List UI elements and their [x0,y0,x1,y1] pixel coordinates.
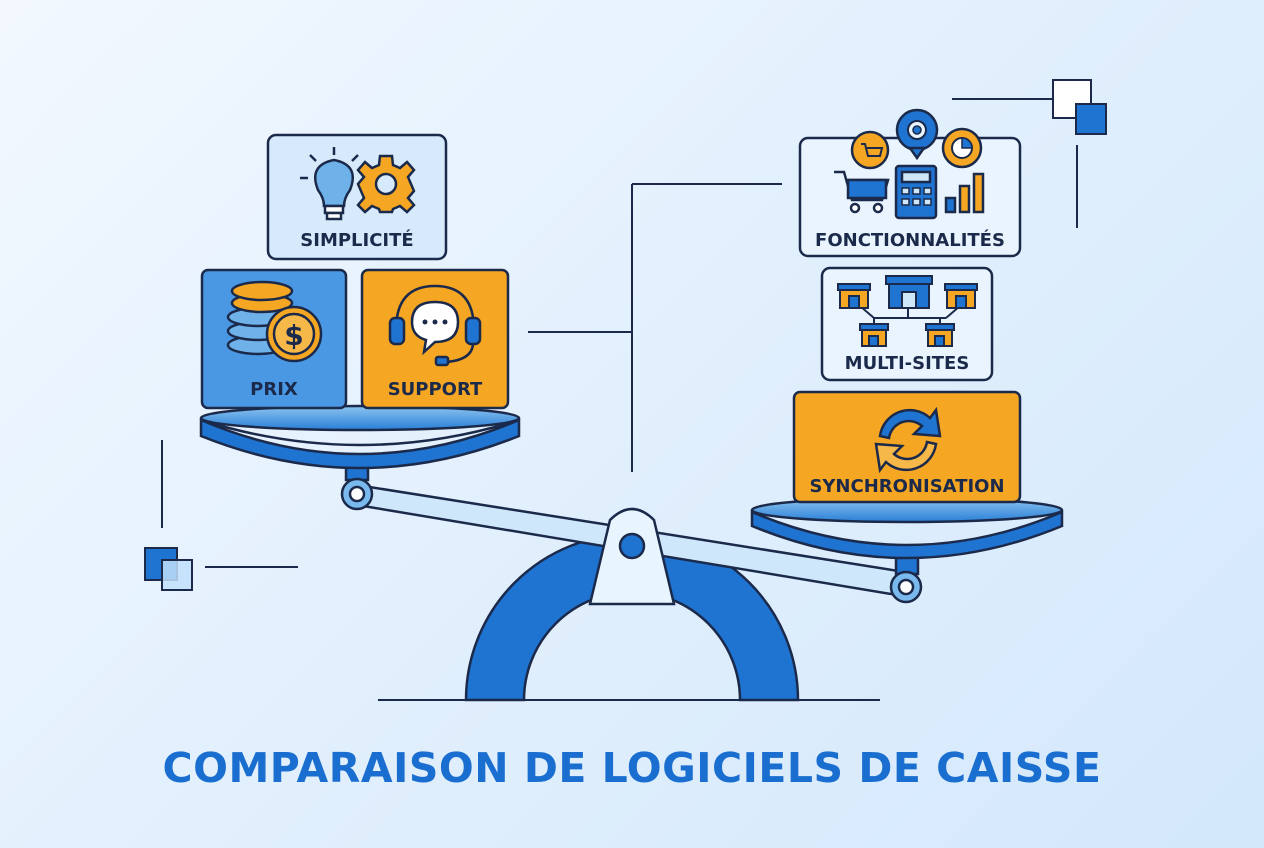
calculator-icon [894,164,938,220]
label-simplicite: SIMPLICITÉ [300,230,414,251]
label-prix: PRIX [250,379,298,400]
pie-chart-bubble-icon [941,127,983,169]
right-pan-hanger [889,550,923,604]
prix-card: $ [200,268,348,410]
lightbulb-icon [300,147,359,221]
label-fonctionnalites: FONCTIONNALITÉS [815,230,1005,251]
deco-squares-bottom-left [144,547,193,591]
sync-arrows-icon [874,406,942,474]
right-pan [750,496,1064,560]
fonctionnalites-card [798,108,1022,258]
simplicite-card [266,133,448,261]
svg-text:$: $ [284,319,303,352]
label-support: SUPPORT [387,379,483,400]
gear-bubble-icon [895,108,939,161]
support-card [360,268,510,410]
fulcrum-pivot [618,532,646,560]
shopping-cart-icon [834,170,890,214]
dollar-coin-icon: $ [265,305,323,363]
store-network-icon [837,275,978,347]
multi-sites-card [820,266,994,382]
cart-bubble-icon [850,130,890,170]
page-title: COMPARAISON DE LOGICIELS DE CAISSE [162,744,1102,792]
synchronisation-card [792,390,1022,504]
headset-chat-icon [388,284,482,367]
gear-icon [356,154,416,214]
label-synchronisation: SYNCHRONISATION [809,476,1005,497]
deco-squares-top-right [1052,79,1107,135]
label-multi-sites: MULTI-SITES [844,353,970,374]
scale-arch-base [464,532,800,702]
left-pan [199,404,521,470]
bar-chart-icon [944,172,985,214]
